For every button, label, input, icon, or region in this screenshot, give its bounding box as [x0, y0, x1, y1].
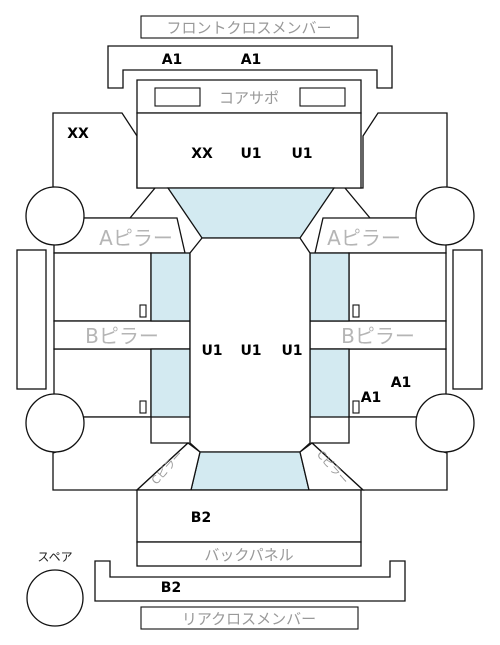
code-front-member-left: A1 [162, 52, 183, 68]
spare-label: スペア [37, 550, 72, 564]
front-cross-member-box [140, 15, 359, 39]
front-right-wheel[interactable] [415, 186, 475, 246]
left-front-window[interactable] [150, 252, 191, 322]
code-rear-right-upper: A1 [391, 375, 412, 391]
left-rear-door-handle [139, 400, 147, 414]
front-cross-member-label: フロントクロスメンバー [166, 19, 331, 37]
hood[interactable] [136, 112, 362, 189]
code-trunk: B2 [191, 510, 211, 526]
rear-cross-member[interactable] [94, 560, 406, 602]
left-side-sill[interactable] [16, 249, 47, 390]
a-pillar-left-label: Aピラー [99, 226, 173, 250]
right-front-window[interactable] [309, 252, 350, 322]
b-pillar-right[interactable] [309, 320, 447, 350]
back-panel[interactable] [136, 541, 362, 567]
left-front-door-handle [139, 304, 147, 318]
right-rear-door-handle [352, 400, 360, 414]
code-roof-left: U1 [201, 343, 222, 359]
code-rear-right-lower: A1 [361, 390, 382, 406]
code-hood-mid: U1 [240, 146, 261, 162]
rear-cross-member-box [140, 606, 359, 630]
code-front-member-right: A1 [241, 52, 262, 68]
rear-window[interactable] [190, 451, 310, 491]
right-front-door[interactable] [348, 252, 447, 322]
rear-left-wheel[interactable] [25, 393, 85, 453]
b-pillar-left[interactable] [53, 320, 191, 350]
front-left-wheel[interactable] [25, 186, 85, 246]
right-rear-window[interactable] [309, 348, 350, 418]
code-roof-mid: U1 [240, 343, 261, 359]
trunk-lid[interactable] [136, 489, 362, 543]
code-front-left-fender: XX [67, 126, 89, 142]
core-support-right-slot [299, 87, 346, 107]
left-front-door[interactable] [53, 252, 152, 322]
spare-tire[interactable] [26, 569, 84, 627]
a-pillar-right-label: Aピラー [327, 226, 401, 250]
left-rear-window[interactable] [150, 348, 191, 418]
code-rear-member: B2 [161, 580, 181, 596]
back-panel-label: バックパネル [204, 546, 293, 564]
right-side-sill[interactable] [452, 249, 483, 390]
b-pillar-left-label: Bピラー [85, 324, 159, 348]
b-pillar-right-label: Bピラー [341, 324, 415, 348]
rear-right-wheel[interactable] [415, 393, 475, 453]
right-front-door-handle [352, 304, 360, 318]
front-cross-member[interactable] [107, 45, 393, 89]
core-support-label: コアサポ [219, 89, 279, 107]
code-hood-left: XX [191, 146, 213, 162]
core-support-left-slot [154, 87, 201, 107]
windshield[interactable] [166, 187, 336, 239]
rear-cross-member-label: リアクロスメンバー [182, 610, 316, 628]
code-hood-right: U1 [291, 146, 312, 162]
code-roof-right: U1 [281, 343, 302, 359]
